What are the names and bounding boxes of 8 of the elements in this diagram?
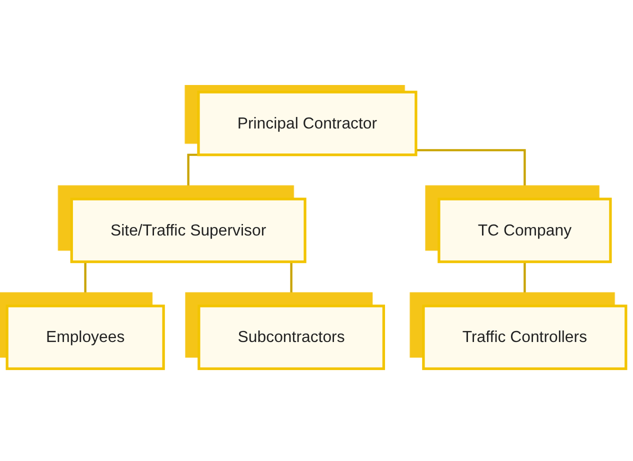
node-box: Subcontractors [198,304,386,370]
node-box: Employees [6,304,165,370]
node-box: Principal Contractor [197,90,418,156]
node-box: Site/Traffic Supervisor [70,198,306,264]
node-box: TC Company [438,198,612,264]
connector [416,149,526,200]
node-box: Traffic Controllers [422,304,628,370]
connector [524,260,526,306]
